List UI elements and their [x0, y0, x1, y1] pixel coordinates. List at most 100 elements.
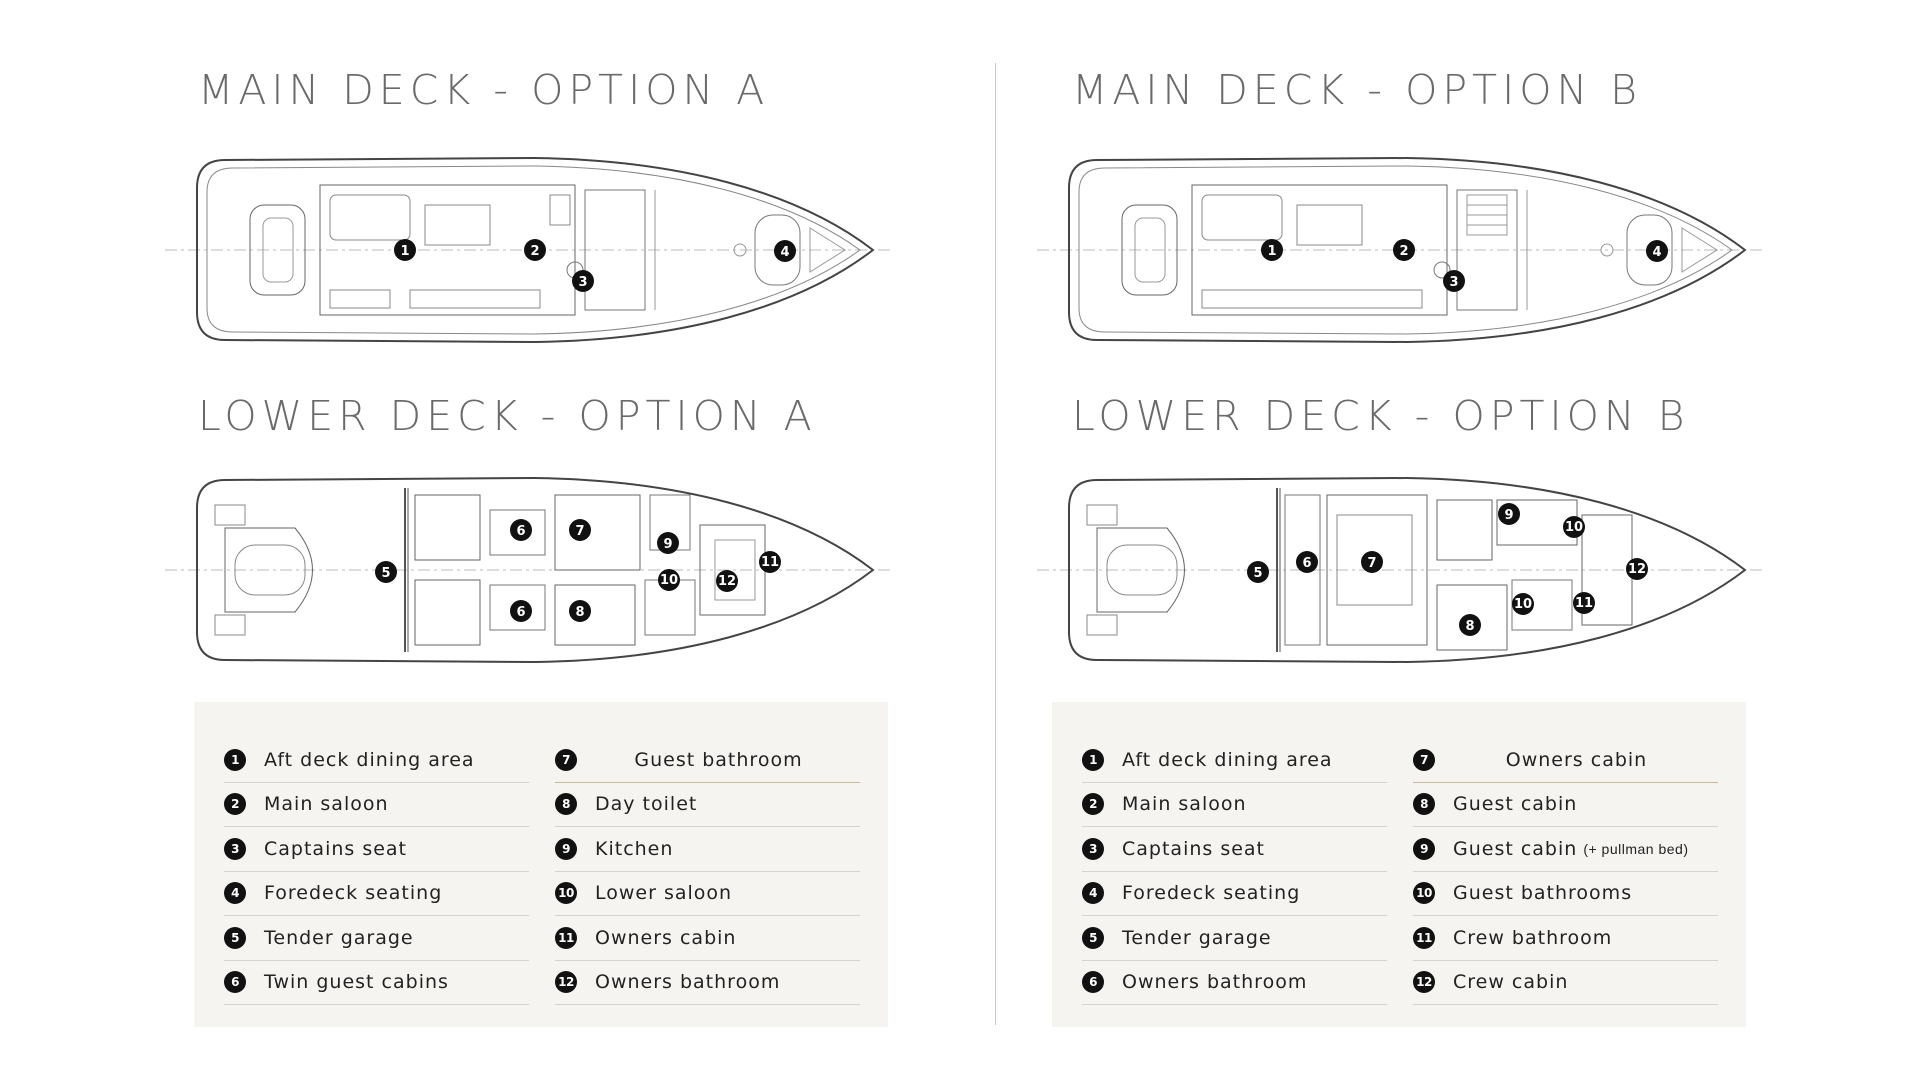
number-badge: 8 [1413, 793, 1435, 816]
legend-label: Guest cabin [1453, 793, 1578, 816]
legend-item: 1 Aft deck dining area [224, 738, 529, 783]
svg-text:7: 7 [1367, 556, 1376, 571]
svg-text:10: 10 [660, 573, 678, 588]
main-b-marker-1: 1 [1261, 239, 1283, 261]
legend-label: Lower saloon [595, 882, 733, 905]
svg-text:8: 8 [575, 605, 584, 620]
main-deck-option-b-title: MAIN DECK - OPTION B [1072, 66, 1643, 114]
svg-text:1: 1 [1267, 244, 1276, 259]
legend-label: Guest cabin [1453, 837, 1578, 860]
legend-label: Aft deck dining area [264, 748, 475, 771]
number-badge: 5 [1082, 926, 1104, 949]
legend-label: Tender garage [1122, 926, 1272, 949]
svg-text:3: 3 [1449, 275, 1458, 290]
number-badge: 9 [555, 837, 577, 860]
lower-a-marker-8: 8 [569, 600, 591, 622]
number-badge: 8 [555, 793, 577, 816]
legend-label: Owners cabin [595, 926, 737, 949]
main-b-marker-3: 3 [1443, 270, 1465, 292]
main-deck-option-b-plan: 1 2 3 4 [1027, 150, 1777, 350]
svg-text:6: 6 [516, 524, 525, 539]
legend-label: Foredeck seating [264, 882, 443, 905]
legend-label: Twin guest cabins [264, 971, 449, 994]
svg-text:6: 6 [516, 605, 525, 620]
number-badge: 10 [555, 882, 577, 905]
column-divider [995, 63, 996, 1025]
svg-text:8: 8 [1465, 619, 1474, 634]
svg-text:10: 10 [1565, 520, 1583, 535]
lower-deck-option-b-title: LOWER DECK - OPTION B [1072, 392, 1690, 440]
legend-item: 10 Lower saloon [555, 872, 860, 916]
legend-label: Captains seat [1122, 837, 1266, 860]
number-badge: 11 [1413, 926, 1435, 949]
svg-text:12: 12 [1628, 562, 1646, 577]
legend-label: Tender garage [264, 926, 414, 949]
legend-label: Owners bathroom [595, 971, 781, 994]
number-badge: 3 [1082, 837, 1104, 860]
svg-text:7: 7 [575, 524, 584, 539]
legend-label: Captains seat [264, 837, 408, 860]
svg-text:4: 4 [1652, 245, 1661, 260]
legend-label: Owners cabin [1505, 748, 1648, 771]
legend-label: Crew cabin [1453, 971, 1569, 994]
main-deck-option-a-title: MAIN DECK - OPTION A [198, 66, 770, 114]
lower-deck-a-drawing: 5 6 6 7 8 9 10 11 12 [165, 476, 890, 664]
lower-a-marker-11: 11 [759, 551, 781, 573]
legend-item: 3 Captains seat [1082, 827, 1387, 872]
legend-sublabel: (+ pullman bed) [1583, 840, 1689, 857]
svg-text:4: 4 [780, 245, 789, 260]
legend-label: Guest bathrooms [1453, 882, 1633, 905]
main-a-marker-1: 1 [394, 239, 416, 261]
legend-item: 9 Kitchen [555, 827, 860, 872]
legend-label: Guest bathroom [634, 748, 803, 771]
lower-a-marker-6-top: 6 [510, 519, 532, 541]
lower-a-marker-7: 7 [569, 519, 591, 541]
legend-item: 5 Tender garage [1082, 916, 1387, 961]
lower-deck-b-drawing: 5 6 7 8 9 10 10 11 12 [1037, 476, 1762, 664]
svg-text:9: 9 [663, 537, 672, 552]
main-deck-b-drawing: 1 2 3 4 [1037, 156, 1762, 344]
number-badge: 6 [1082, 971, 1104, 994]
number-badge: 12 [1413, 971, 1435, 994]
lower-a-marker-6-bottom: 6 [510, 600, 532, 622]
legend-item: 8 Guest cabin [1413, 783, 1718, 827]
svg-text:5: 5 [381, 566, 390, 581]
lower-b-marker-5: 5 [1247, 561, 1269, 583]
legend-label: Main saloon [1122, 793, 1247, 816]
number-badge: 4 [1082, 882, 1104, 905]
legend-label: Kitchen [595, 837, 674, 860]
legend-label: Owners bathroom [1122, 971, 1308, 994]
main-a-marker-4: 4 [774, 240, 796, 262]
number-badge: 2 [224, 793, 246, 816]
number-badge: 11 [555, 926, 577, 949]
lower-a-marker-5: 5 [375, 561, 397, 583]
number-badge: 9 [1413, 837, 1435, 860]
svg-text:2: 2 [530, 244, 539, 259]
lower-b-marker-6: 6 [1296, 551, 1318, 573]
lower-a-marker-9: 9 [657, 532, 679, 554]
svg-text:11: 11 [761, 555, 779, 570]
lower-b-marker-12: 12 [1626, 558, 1648, 580]
main-deck-option-a-plan: 1 2 3 4 [155, 150, 905, 350]
svg-text:5: 5 [1253, 566, 1262, 581]
lower-b-marker-7: 7 [1361, 551, 1383, 573]
legend-item: 12 Crew cabin [1413, 961, 1718, 1005]
lower-a-marker-12: 12 [716, 570, 738, 592]
lower-deck-option-b-plan: 5 6 7 8 9 10 10 11 12 [1027, 470, 1777, 670]
number-badge: 1 [224, 748, 246, 771]
